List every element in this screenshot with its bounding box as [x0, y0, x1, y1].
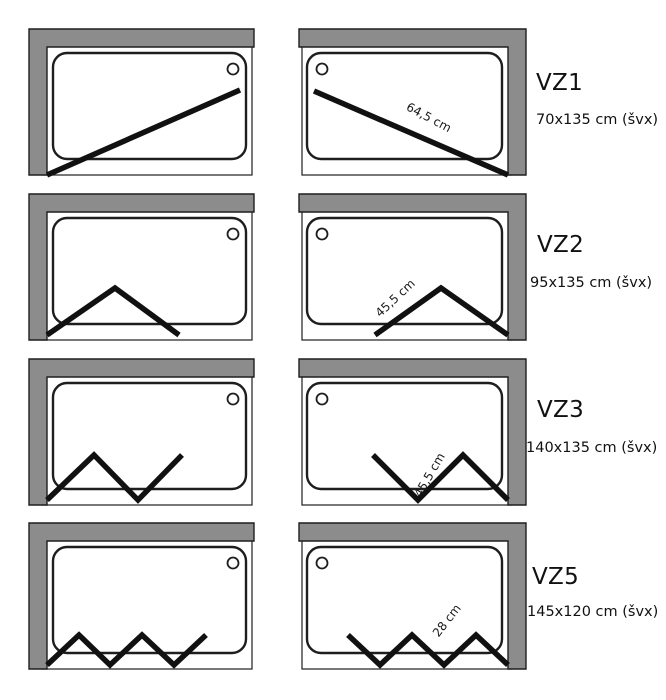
left-wall-vz2: [28, 193, 255, 341]
left-door-panels-vz2: [45, 284, 181, 338]
right-drain-vz2: [315, 227, 329, 241]
left-bathtub-vz5: [51, 545, 248, 655]
right-wall-vz2: [298, 193, 527, 341]
left-bathtub-vz3: [51, 381, 248, 491]
left-wall-vz5: [28, 522, 255, 670]
model-label-vz1: VZ1: [536, 70, 584, 96]
left-drain-vz1: [226, 62, 240, 76]
left-wall-vz1: [28, 28, 255, 176]
right-door-panels-vz1: [312, 88, 510, 178]
right-bathtub-vz1: [305, 51, 504, 161]
left-wall-vz3: [28, 358, 255, 506]
left-drain-vz2: [226, 227, 240, 241]
right-door-panels-vz5: [346, 631, 510, 669]
right-drain-vz3: [315, 392, 329, 406]
right-wall-vz3: [298, 358, 527, 506]
right-bathtub-vz5: [305, 545, 504, 655]
right-wall-vz5: [298, 522, 527, 670]
right-drain-vz1: [315, 62, 329, 76]
size-label-vz2: 95x135 cm (švx): [530, 275, 653, 291]
right-door-panels-vz2: [373, 284, 510, 338]
left-door-panels-vz5: [45, 631, 208, 669]
size-label-vz3: 140x135 cm (švx): [526, 440, 658, 456]
size-label-vz5: 145x120 cm (švx): [527, 604, 659, 620]
right-drain-vz5: [315, 556, 329, 570]
left-bathtub-vz1: [51, 51, 248, 161]
left-door-panels-vz1: [45, 87, 242, 178]
model-label-vz2: VZ2: [537, 232, 585, 258]
right-door-panels-vz3: [371, 451, 510, 504]
model-label-vz3: VZ3: [537, 397, 585, 423]
left-drain-vz3: [226, 392, 240, 406]
size-label-vz1: 70x135 cm (švx): [536, 112, 659, 128]
left-drain-vz5: [226, 556, 240, 570]
right-bathtub-vz3: [305, 381, 504, 491]
left-door-panels-vz3: [45, 451, 184, 504]
model-label-vz5: VZ5: [532, 564, 580, 590]
